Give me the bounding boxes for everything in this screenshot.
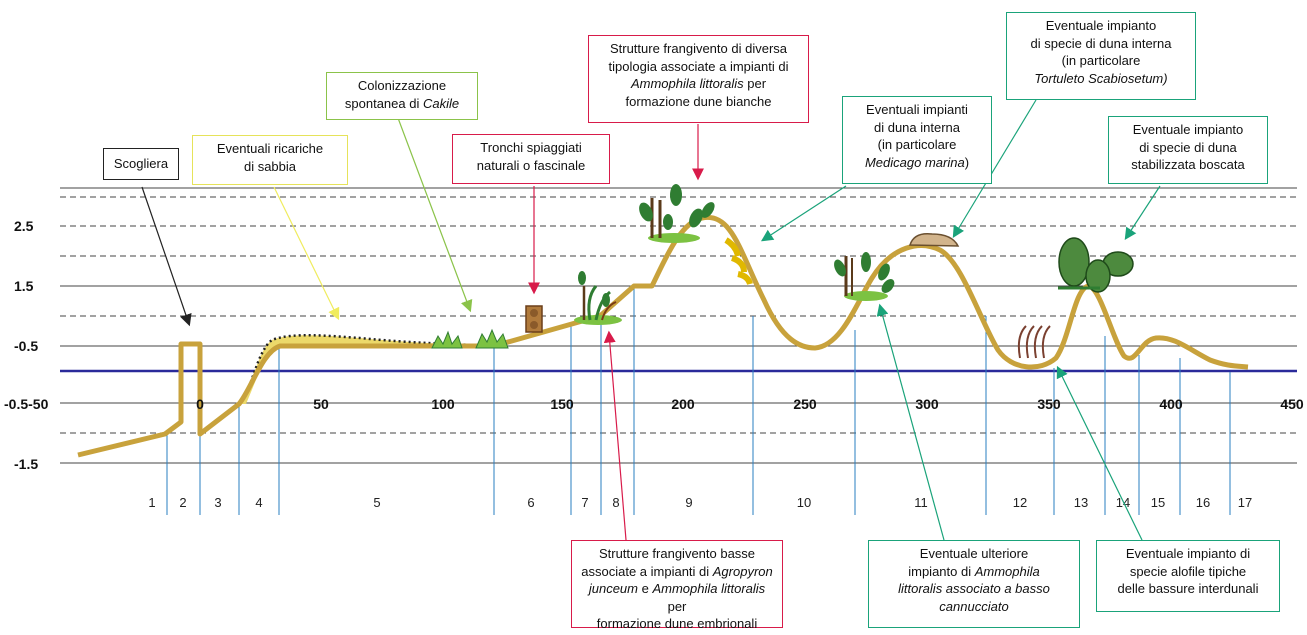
x-tick-label: 250: [793, 396, 817, 412]
callout-line: associate a impianti di Agropyron: [581, 563, 773, 579]
ammophila-dune-icon: [834, 252, 895, 301]
callout-tronchi: Tronchi spiaggiati naturali o fascinale: [452, 134, 610, 184]
y-tick-label: 1.5: [14, 278, 34, 294]
driftwood-icon: [525, 305, 543, 333]
callout-line: Medicago marina): [864, 154, 970, 170]
zone-number: 7: [581, 495, 588, 510]
callout-line: Strutture frangivento basse: [598, 546, 756, 561]
callout-line: tipologia associate a impianti di: [608, 58, 789, 74]
zone-number: 5: [373, 495, 380, 510]
callout-line: (in particolare: [1061, 53, 1141, 69]
callout-line: Eventuale impianto: [1045, 18, 1157, 33]
callout-line: di duna interna: [873, 119, 960, 135]
callout-frangivento-basse: Strutture frangivento basse associate a …: [571, 540, 783, 631]
callout-cakile: Colonizzazione spontanea di Cakile: [326, 72, 478, 120]
callout-line: Strutture frangivento di diversa: [609, 41, 788, 56]
callout-ulteriore: Eventuale ulteriore impianto di Ammophil…: [868, 540, 1080, 628]
callout-line: Eventuale impianto: [1132, 122, 1244, 137]
callout-line: Tronchi spiaggiati: [480, 140, 582, 155]
ammophila-embryonic-icon: [574, 271, 622, 325]
zone-dividers: [166, 288, 1231, 515]
callout-line: formazione dune embrionali: [596, 616, 758, 632]
callout-line: spontanea di Cakile: [344, 95, 460, 111]
x-tick-label: 0: [196, 396, 204, 412]
callout-tortuleto: Eventuale impianto di specie di duna int…: [1006, 12, 1196, 100]
callout-scogliera: Scogliera: [103, 148, 179, 180]
callout-line: Eventuale ulteriore: [919, 546, 1029, 561]
zone-number: 15: [1151, 495, 1165, 510]
cakile-plant-icon: [431, 328, 509, 349]
ammophila-white-dune-icon: [639, 184, 715, 243]
callout-frangivento-alte: Strutture frangivento di diversa tipolog…: [588, 35, 809, 123]
callout-line: formazione dune bianche: [625, 93, 772, 109]
x-tick-label: 300: [915, 396, 939, 412]
callout-boscata: Eventuale impianto di specie di duna sta…: [1108, 116, 1268, 184]
x-tick-label: 450: [1280, 396, 1304, 412]
zone-number: 11: [914, 495, 928, 510]
callout-line: Tortuleto Scabiosetum): [1034, 70, 1168, 86]
callout-line: littoralis associato a basso: [898, 581, 1050, 597]
callout-line: (in particolare: [877, 137, 957, 153]
zone-number: 12: [1013, 495, 1027, 510]
x-tick-label: 150: [550, 396, 574, 412]
y-tick-label: -0.5: [14, 338, 38, 354]
y-tick-label: -0.5-50: [4, 396, 49, 412]
x-tick-label: 100: [431, 396, 455, 412]
callout-line: specie alofile tipiche: [1129, 563, 1247, 579]
callout-text: Scogliera: [113, 156, 169, 171]
callout-line: Eventuali ricariche: [216, 141, 324, 156]
callout-arrows: [141, 99, 1161, 541]
dune-profile: [77, 214, 1249, 458]
callout-line: Colonizzazione: [357, 78, 447, 93]
x-tick-label: 200: [671, 396, 695, 412]
boscata-trees-icon: [1058, 237, 1134, 293]
callout-line: Ammophila littoralis per: [630, 76, 767, 92]
callout-line: di specie di duna: [1139, 139, 1237, 155]
callout-line: naturali o fascinale: [476, 157, 586, 173]
callout-line: di sabbia: [243, 158, 297, 174]
callout-line: stabilizzata boscata: [1131, 157, 1245, 173]
x-tick-label: 400: [1159, 396, 1183, 412]
medicago-marina-icon: [724, 237, 753, 285]
zone-number: 17: [1238, 495, 1252, 510]
zone-number: 8: [612, 495, 619, 510]
x-tick-label: 50: [313, 396, 329, 412]
callout-line: di specie di duna interna: [1030, 35, 1172, 51]
y-tick-label: -1.5: [14, 456, 38, 472]
x-tick-label: 350: [1037, 396, 1061, 412]
callout-line: Eventuale impianto di: [1125, 546, 1251, 561]
zone-number: 16: [1196, 495, 1210, 510]
callout-line: impianto di Ammophila: [908, 563, 1040, 579]
callout-ricariche: Eventuali ricariche di sabbia: [192, 135, 348, 185]
zone-number: 10: [797, 495, 811, 510]
zone-number: 6: [527, 495, 534, 510]
callout-alofile: Eventuale impianto di specie alofile tip…: [1096, 540, 1280, 612]
zone-number: 3: [214, 495, 221, 510]
zone-number: 13: [1074, 495, 1088, 510]
callout-line: delle bassure interdunali: [1117, 581, 1259, 597]
halophyte-reeds-icon: [1017, 325, 1051, 359]
zone-number: 2: [179, 495, 186, 510]
callout-line: cannucciato: [939, 598, 1009, 614]
callout-line: junceum e Ammophila littoralis per: [588, 581, 766, 614]
y-tick-label: 2.5: [14, 218, 34, 234]
tortuleto-shrub-icon: [908, 232, 960, 247]
callout-duna-interna: Eventuali impianti di duna interna (in p…: [842, 96, 992, 184]
callout-line: Eventuali impianti: [866, 102, 968, 117]
zone-number: 9: [685, 495, 692, 510]
zone-number: 4: [255, 495, 262, 510]
zone-number: 1: [148, 495, 155, 510]
zone-number: 14: [1116, 495, 1130, 510]
